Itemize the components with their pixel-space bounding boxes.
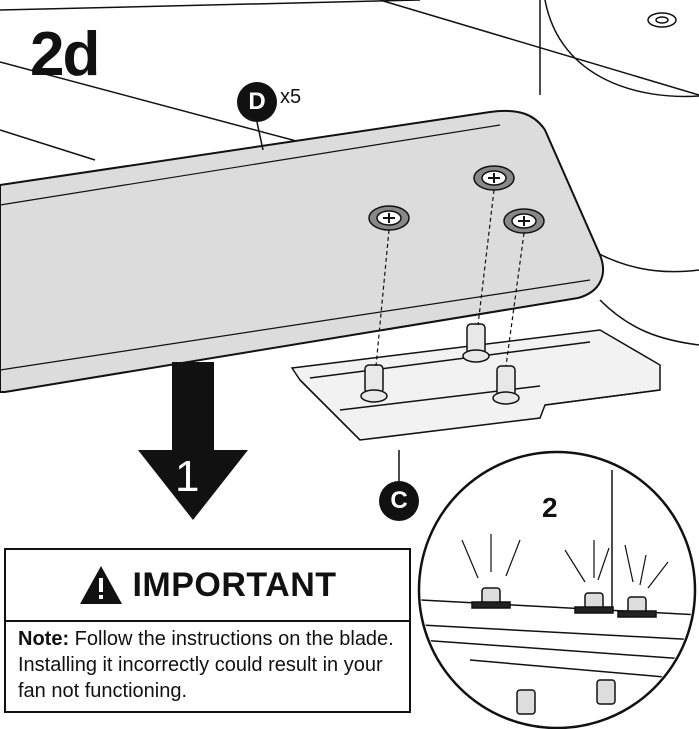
note-text: Follow the instructions on the blade. In… <box>18 628 394 702</box>
callout-leaders <box>256 121 400 481</box>
blade-iron-studs <box>360 323 520 405</box>
motor-housing <box>0 0 699 346</box>
important-notice: IMPORTANT Note: Follow the instructions … <box>4 548 411 713</box>
part-c-badge: C <box>379 481 419 521</box>
notice-title: IMPORTANT <box>132 565 337 604</box>
blade-iron <box>290 329 661 441</box>
notice-header: IMPORTANT <box>6 550 409 622</box>
part-d-badge: D <box>237 82 277 122</box>
part-d-quantity: x5 <box>280 86 302 108</box>
detail-step-number: 2 <box>542 492 558 523</box>
housing-screw <box>647 12 677 28</box>
arrow-step-number: 1 <box>175 452 200 501</box>
step-label: 2d <box>30 20 100 89</box>
notice-body: Note: Follow the instructions on the bla… <box>18 626 403 704</box>
detail-studs <box>471 587 657 715</box>
note-label: Note: <box>18 628 70 650</box>
blade-screws <box>368 165 545 234</box>
fan-blade <box>0 109 605 393</box>
down-arrow <box>138 362 248 520</box>
alignment-lines <box>375 189 525 367</box>
detail-inset <box>417 450 697 729</box>
click-motion-marks <box>461 534 669 589</box>
warning-triangle-icon <box>80 566 123 604</box>
